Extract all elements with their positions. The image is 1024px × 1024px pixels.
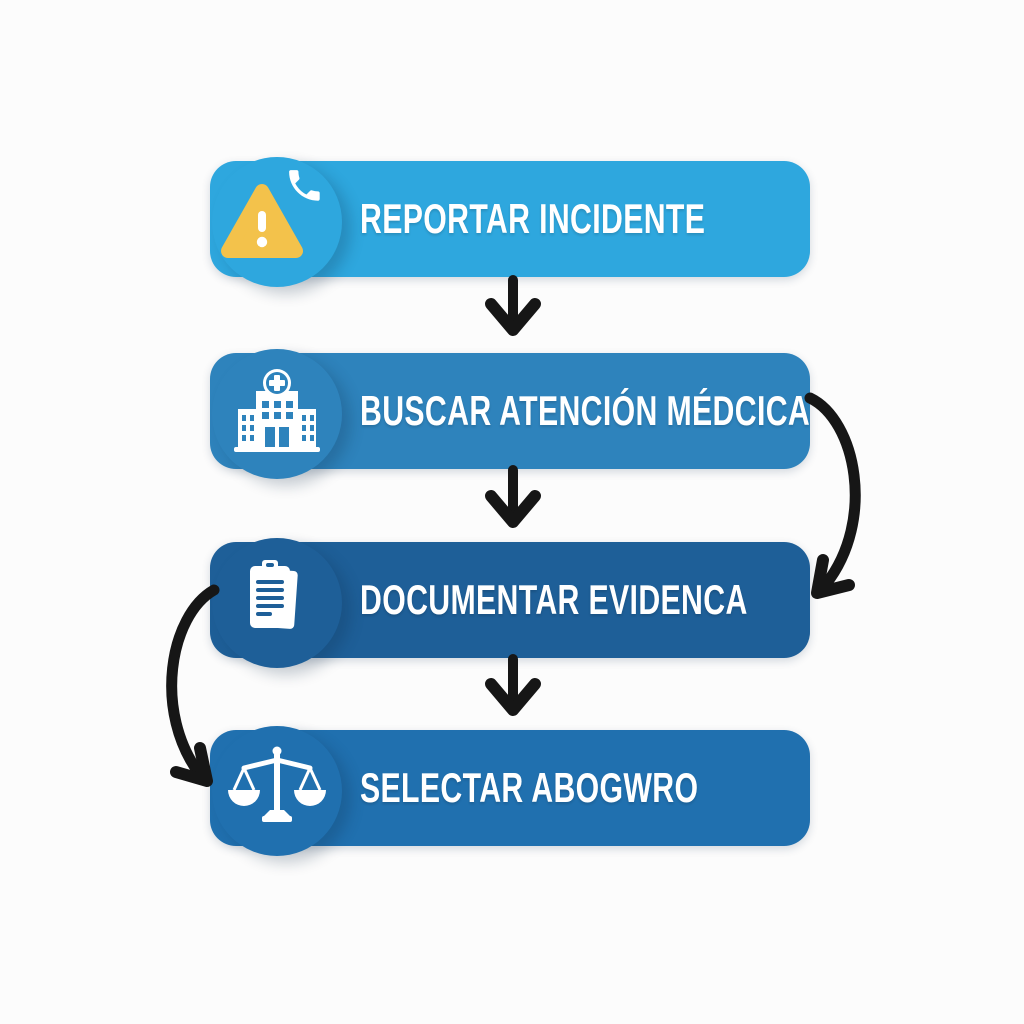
step-label: REPORTAR INCIDENTE bbox=[360, 195, 706, 242]
step-icon-badge bbox=[212, 538, 342, 668]
hospital-icon bbox=[234, 369, 320, 452]
curved-arrow-step2-to-step3-right bbox=[804, 392, 861, 599]
warning-phone-icon bbox=[221, 170, 320, 258]
step-icon-badge bbox=[212, 157, 342, 287]
step-label: BUSCAR ATENCIÓN MÉDCICA bbox=[360, 387, 811, 434]
step-seleccionar-abogado: SELECTAR ABOGWRO bbox=[210, 726, 810, 858]
step-documentar-evidencia: DOCUMENTAR EVIDENCA bbox=[210, 538, 810, 670]
step-label: SELECTAR ABOGWRO bbox=[360, 764, 699, 811]
step-label: DOCUMENTAR EVIDENCA bbox=[360, 576, 748, 623]
scales-of-justice-icon bbox=[228, 746, 326, 822]
clipboard-icon bbox=[250, 560, 298, 629]
curved-arrow-step3-to-step4-left bbox=[166, 584, 220, 787]
step-reportar-incidente: REPORTAR INCIDENTE bbox=[210, 157, 810, 289]
step-icon-badge bbox=[212, 726, 342, 856]
step-buscar-atencion-medica: BUSCAR ATENCIÓN MÉDCICA bbox=[210, 349, 810, 481]
step-icon-badge bbox=[212, 349, 342, 479]
